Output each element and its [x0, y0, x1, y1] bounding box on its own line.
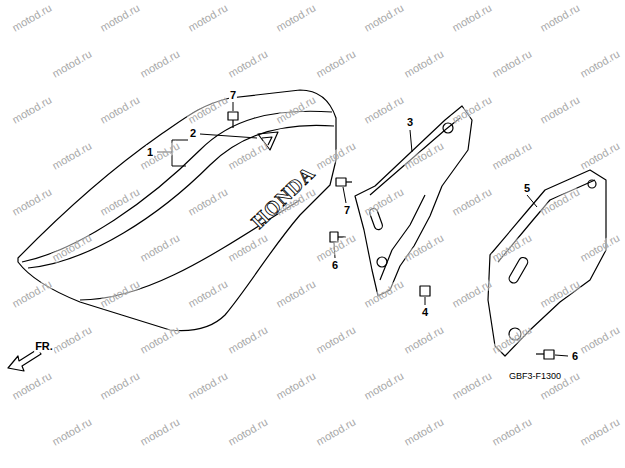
bolt — [228, 112, 238, 128]
callout-number: 1 — [146, 146, 154, 159]
watermark: motod.ru — [10, 186, 53, 217]
watermark: motod.ru — [362, 2, 405, 33]
callout-number: 7 — [343, 204, 351, 217]
watermark: motod.ru — [226, 416, 269, 447]
watermark: motod.ru — [186, 370, 229, 401]
watermark: motod.ru — [450, 186, 493, 217]
watermark: motod.ru — [50, 416, 93, 447]
watermark: motod.ru — [538, 94, 581, 125]
figure-code: GBF3-F1300 — [508, 371, 562, 382]
watermark: motod.ru — [490, 48, 533, 79]
watermark: motod.ru — [138, 416, 181, 447]
seat-edge — [28, 125, 334, 268]
watermark: motod.ru — [186, 2, 229, 33]
watermark: motod.ru — [578, 48, 621, 79]
watermark: motod.ru — [578, 416, 621, 447]
watermark: motod.ru — [314, 416, 357, 447]
bolt — [536, 350, 554, 359]
watermark: motod.ru — [362, 94, 405, 125]
seat — [18, 90, 336, 331]
watermark: motod.ru — [50, 48, 93, 79]
cover-slot — [508, 256, 530, 285]
watermark: motod.ru — [10, 278, 53, 309]
watermark: motod.ru — [578, 324, 621, 355]
watermark: motod.ru — [98, 94, 141, 125]
watermark: motod.ru — [314, 324, 357, 355]
watermark: motod.ru — [226, 324, 269, 355]
watermark: motod.ru — [450, 278, 493, 309]
watermark: motod.ru — [578, 140, 621, 171]
direction-label: FR. — [34, 340, 54, 353]
watermark: motod.ru — [538, 2, 581, 33]
leader-line — [157, 102, 568, 356]
cover-hole — [588, 180, 596, 188]
watermark: motod.ru — [402, 324, 445, 355]
watermark: motod.ru — [10, 94, 53, 125]
watermark: motod.ru — [490, 140, 533, 171]
watermark: motod.ru — [138, 324, 181, 355]
watermark: motod.ru — [98, 2, 141, 33]
watermark: motod.ru — [402, 416, 445, 447]
watermark: motod.ru — [138, 48, 181, 79]
watermark: motod.ru — [10, 2, 53, 33]
callout-number: 5 — [523, 182, 531, 195]
bolt — [336, 178, 352, 186]
watermark: motod.ru — [50, 324, 93, 355]
watermark: motod.ru — [274, 2, 317, 33]
watermark: motod.ru — [314, 48, 357, 79]
side-cover — [355, 106, 472, 296]
watermark: motod.ru — [10, 370, 53, 401]
callout-number: 6 — [571, 350, 579, 363]
cover-hole — [377, 257, 387, 267]
callout-number: 6 — [331, 259, 339, 272]
callout-number: 7 — [229, 89, 237, 102]
watermark: motod.ru — [450, 2, 493, 33]
nut — [420, 286, 430, 296]
watermark: motod.ru — [362, 370, 405, 401]
callout-number: 3 — [406, 116, 414, 129]
watermark: motod.ru — [50, 140, 93, 171]
cover-hole — [443, 123, 453, 133]
watermark: motod.ru — [226, 48, 269, 79]
callout-number: 4 — [421, 306, 429, 319]
watermark: motod.ru — [274, 278, 317, 309]
watermark: motod.ru — [490, 416, 533, 447]
watermark: motod.ru — [98, 370, 141, 401]
watermark: motod.ru — [274, 370, 317, 401]
watermark: motod.ru — [402, 48, 445, 79]
side-cover — [488, 170, 606, 356]
watermark: motod.ru — [450, 370, 493, 401]
callout-number: 2 — [189, 127, 197, 140]
